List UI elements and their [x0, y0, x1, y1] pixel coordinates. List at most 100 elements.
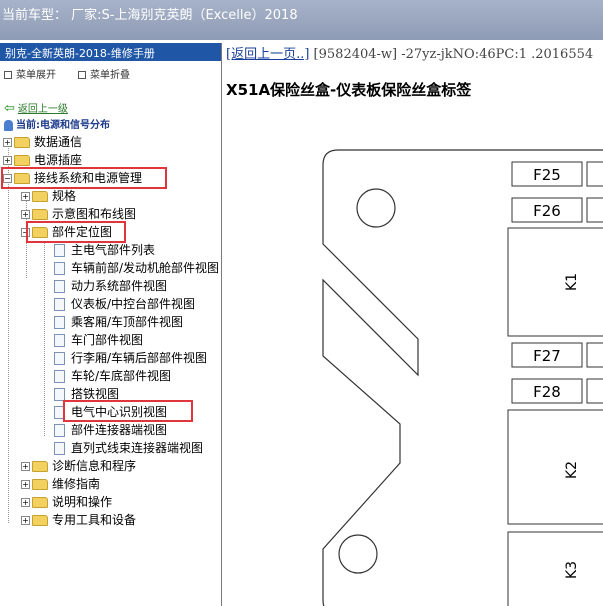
document-icon — [54, 370, 65, 383]
back-page-link[interactable]: [返回上一页..] — [226, 47, 310, 62]
relay-label: K3 — [564, 561, 580, 579]
document-icon — [54, 244, 65, 257]
tree-label: 接线系统和电源管理 — [34, 171, 143, 185]
tree-label: 直列式线束连接器端视图 — [71, 441, 204, 455]
tree-label: 车辆前部/发动机舱部件视图 — [71, 261, 220, 275]
expand-menu-button[interactable]: 菜单展开 — [4, 66, 56, 81]
back-link-label: 返回上一级 — [17, 104, 68, 115]
fuse-label: F25 — [533, 166, 561, 184]
tree-node-schematic[interactable]: + 示意图和布线图 — [21, 206, 136, 223]
tree-label: 乘客厢/车顶部件视图 — [71, 315, 184, 329]
tree-node-repair[interactable]: +维修指南 — [21, 476, 100, 493]
current-location-label: 当前:电源和信号分布 — [16, 120, 110, 131]
tree-node-diagnostic[interactable]: + 诊断信息和程序 — [21, 458, 136, 475]
tree-leaf-item[interactable]: 直列式线束连接器端视图 — [54, 440, 203, 457]
back-link[interactable]: ⇦返回上一级 — [4, 100, 68, 116]
folder-icon — [32, 209, 48, 220]
relay-slot — [507, 531, 603, 606]
tree-label: 专用工具和设备 — [52, 513, 137, 527]
fuse-slot — [586, 197, 603, 223]
folder-icon — [14, 137, 30, 148]
tree-label: 搭铁视图 — [71, 387, 120, 401]
relay-label: K1 — [564, 273, 580, 291]
tree-node-spec[interactable]: +规格 — [21, 188, 76, 205]
tree-node-description[interactable]: + 说明和操作 — [21, 494, 112, 511]
folder-icon — [14, 155, 30, 166]
tree-label: 仪表板/中控台部件视图 — [71, 297, 196, 311]
fuse-label: F26 — [533, 202, 561, 220]
tree-node-component-location[interactable]: −部件定位图 — [21, 224, 112, 241]
person-icon — [4, 119, 13, 131]
expand-plus-icon: + — [21, 480, 30, 489]
tree-node-wiring[interactable]: − 接线系统和电源管理 — [3, 170, 142, 187]
tree-node-power-outlet[interactable]: +电源插座 — [3, 152, 82, 169]
collapse-menu-button[interactable]: 菜单折叠 — [78, 66, 130, 81]
mounting-hole — [356, 188, 396, 228]
tree-leaf-item[interactable]: 搭铁视图 — [54, 386, 119, 403]
tree-leaf-item[interactable]: 车轮/车底部件视图 — [54, 368, 171, 385]
expand-plus-icon: + — [21, 462, 30, 471]
expand-plus-icon: + — [21, 498, 30, 507]
document-icon — [54, 424, 65, 437]
document-icon — [54, 334, 65, 347]
relay-slot — [507, 227, 603, 337]
relay-slot — [507, 409, 603, 525]
folder-icon — [32, 479, 48, 490]
tree-leaf-item[interactable]: 车辆前部/发动机舱部件视图 — [54, 260, 219, 277]
document-title: X51A保险丝盒-仪表板保险丝盒标签 — [226, 81, 472, 99]
tree-label: 诊断信息和程序 — [52, 459, 137, 473]
expand-plus-icon: + — [21, 192, 30, 201]
highlight-box-component-location — [26, 221, 126, 243]
highlight-box-wiring — [1, 167, 167, 189]
sidebar: 别克-全新英朗-2018-维修手册 菜单展开 菜单折叠 ⇦返回上一级 当前:电源… — [0, 43, 222, 606]
fuse-slot — [511, 161, 583, 187]
fuse-slot — [586, 161, 603, 187]
tree-leaf-item[interactable]: 动力系统部件视图 — [54, 278, 167, 295]
expand-plus-icon: + — [21, 516, 30, 525]
tree-label: 部件定位图 — [52, 225, 113, 239]
fuse-slot — [511, 378, 583, 404]
document-icon — [54, 442, 65, 455]
expand-icon — [4, 71, 12, 79]
folder-open-icon — [32, 227, 48, 238]
folder-icon — [32, 191, 48, 202]
collapse-icon — [78, 71, 86, 79]
expand-plus-icon: + — [3, 138, 12, 147]
tree-label: 电源插座 — [34, 153, 83, 167]
folder-icon — [32, 497, 48, 508]
mounting-hole — [338, 534, 378, 574]
document-icon — [54, 352, 65, 365]
tree-leaf-item[interactable]: 行李厢/车辆后部部件视图 — [54, 350, 207, 367]
folder-icon — [32, 515, 48, 526]
tree-label: 动力系统部件视图 — [71, 279, 168, 293]
document-icon — [54, 262, 65, 275]
document-code: [9582404-w] -27yz-jkNO:46PC:1 .2016554 — [309, 47, 594, 62]
expand-plus-icon: + — [21, 210, 30, 219]
tree-leaf-item[interactable]: 车门部件视图 — [54, 332, 143, 349]
expand-menu-label: 菜单展开 — [16, 70, 56, 81]
tree-label: 示意图和布线图 — [52, 207, 137, 221]
tree-leaf-item[interactable]: 主电气部件列表 — [54, 242, 155, 259]
highlight-box-electrical-center — [63, 400, 193, 422]
folder-icon — [32, 461, 48, 472]
tree-node-special-tools[interactable]: + 专用工具和设备 — [21, 512, 136, 529]
tree-label: 说明和操作 — [52, 495, 113, 509]
collapse-menu-label: 菜单折叠 — [90, 70, 130, 81]
fuse-slot — [511, 342, 583, 368]
tree-leaf-item[interactable]: 部件连接器端视图 — [54, 422, 167, 439]
tree-leaf-item[interactable]: 仪表板/中控台部件视图 — [54, 296, 195, 313]
document-icon — [54, 316, 65, 329]
tree-label: 电气中心识别视图 — [71, 405, 168, 419]
tree-label: 车轮/车底部件视图 — [71, 369, 172, 383]
tree-node-data-comm[interactable]: +数据通信 — [3, 134, 82, 151]
fuse-label: F28 — [533, 383, 561, 401]
tree-label: 车门部件视图 — [71, 333, 144, 347]
document-icon — [54, 388, 65, 401]
fuse-slot — [586, 342, 603, 368]
fuse-box-diagram: F25 F26 K1 F27 F28 K2 K3 — [322, 149, 603, 606]
tree-label: 部件连接器端视图 — [71, 423, 168, 437]
collapse-minus-icon: − — [3, 174, 12, 183]
folder-open-icon — [14, 173, 30, 184]
breadcrumb: [返回上一页..] [9582404-w] -27yz-jkNO:46PC:1 … — [226, 43, 593, 62]
tree-leaf-item[interactable]: 乘客厢/车顶部件视图 — [54, 314, 183, 331]
